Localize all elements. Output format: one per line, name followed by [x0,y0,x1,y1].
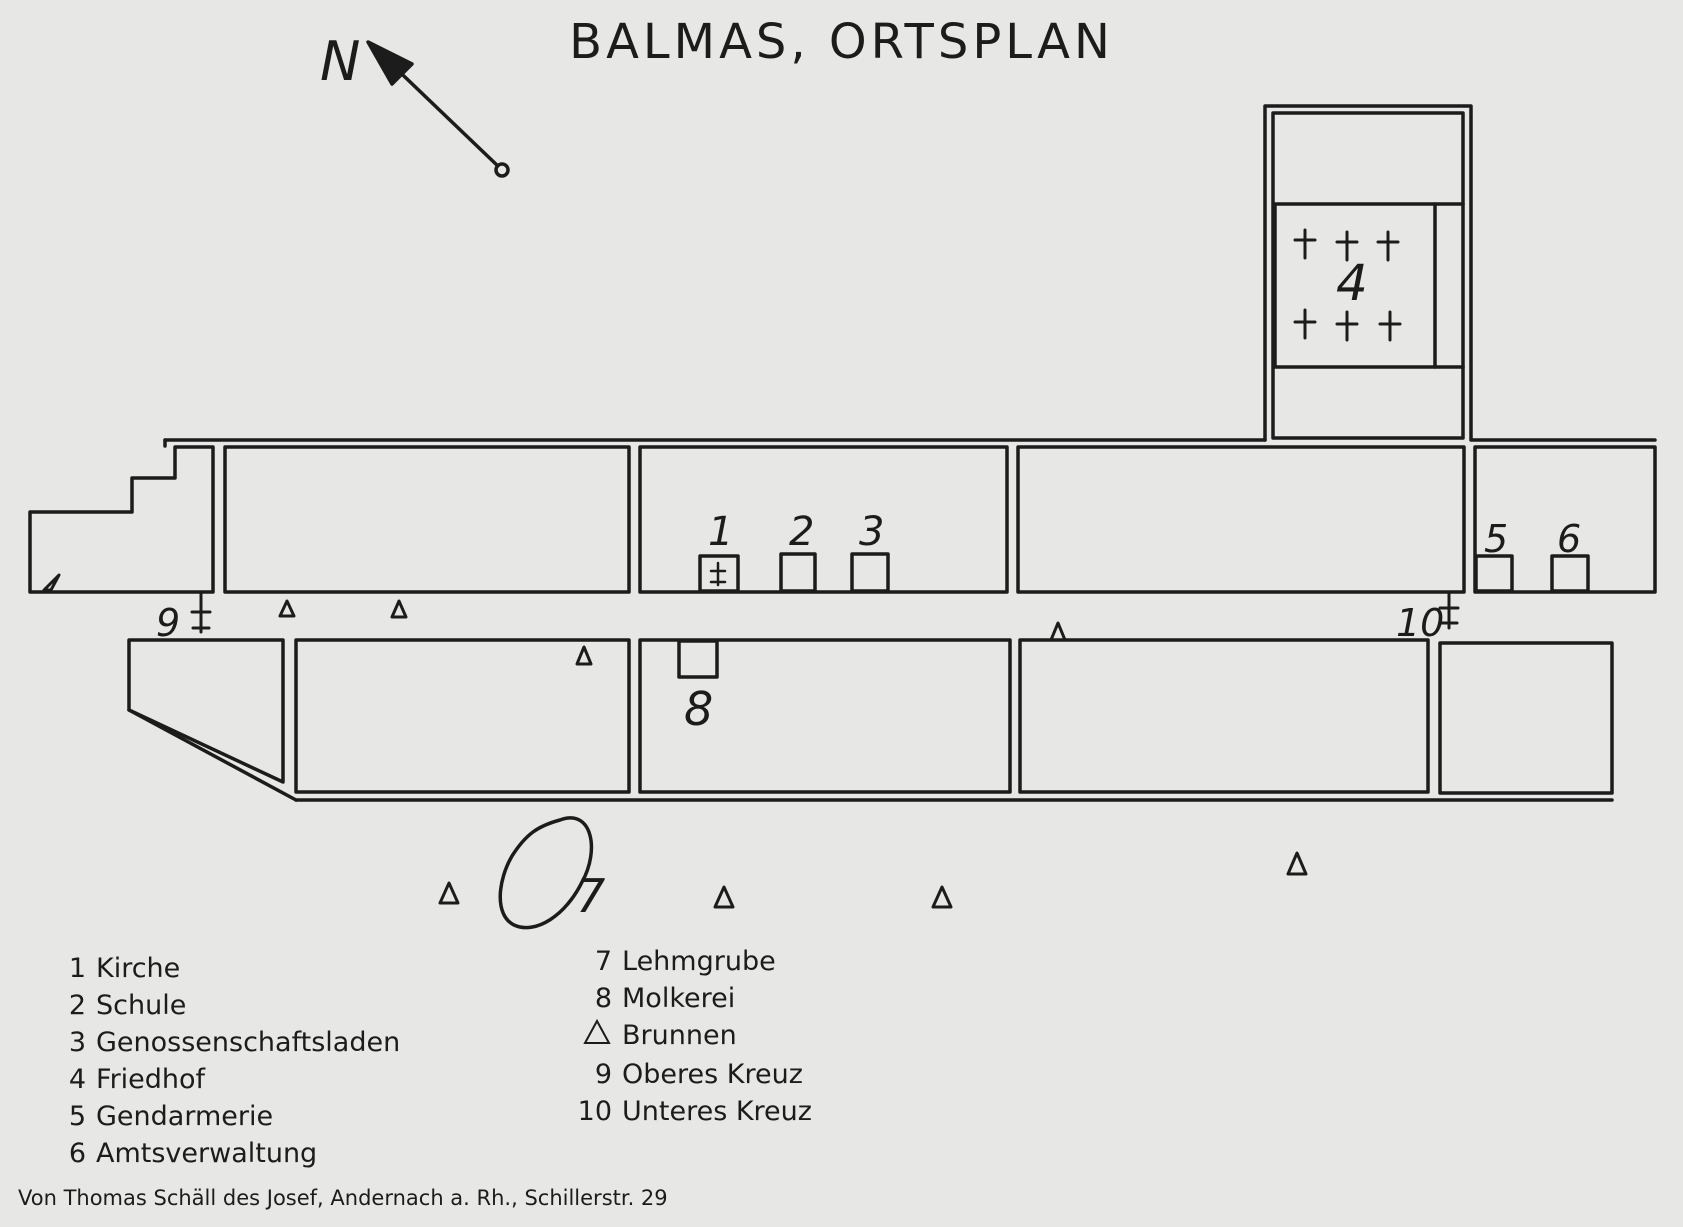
amt-building [1550,554,1590,593]
legend-number: 4 [68,1064,86,1095]
cross-icon [190,590,1460,634]
laden-building [850,552,890,593]
legend-label: Gendarmerie [96,1101,274,1132]
credit-line: Von Thomas Schäll des Josef, Andernach a… [18,1186,668,1210]
legend-item: 8 Molkerei [570,980,812,1017]
block-stepped [28,445,215,594]
block-lower-wedge [127,638,285,784]
legend-number: 2 [68,990,86,1021]
label-amt: 6 [1557,517,1581,561]
legend-number: 10 [577,1095,612,1127]
legend-item: 10 Unteres Kreuz [570,1093,812,1130]
legend-label: Brunnen [622,1020,737,1051]
legend-item: 9 Oberes Kreuz [570,1056,812,1093]
block-lower-4 [1018,638,1430,794]
friedhof-block [1271,111,1465,440]
triangle-icon [570,1018,612,1056]
label-lehmgrube: 7 [576,869,605,923]
legend-item: 2 Schule [62,987,400,1024]
map-title: BALMAS, ORTSPLAN [569,14,1114,70]
label-kirche: 1 [708,509,733,555]
block-lower-2 [294,638,631,794]
gendarmerie-building [1474,554,1514,593]
legend-number: 6 [68,1138,86,1169]
legend-number: 7 [594,946,612,977]
legend-number: 1 [68,953,86,984]
legend-label: Amtsverwaltung [96,1138,318,1169]
lehmgrube-pit [498,816,594,930]
molkerei-building [677,639,719,679]
legend-label: Unteres Kreuz [622,1095,812,1127]
legend-item: 6 Amtsverwaltung [62,1135,400,1172]
label-unteres-kreuz: 10 [1396,601,1444,645]
label-oberes-kreuz: 9 [156,601,180,645]
label-laden: 3 [859,509,884,555]
label-friedhof: 4 [1336,254,1368,312]
label-schule: 2 [789,509,814,555]
label-gendarmerie: 5 [1484,517,1508,561]
legend-item: 4 Friedhof [62,1061,400,1098]
block-lower-5 [1438,641,1614,795]
cross-icon [1293,228,1402,342]
cross-icon [709,561,727,587]
legend-number: 8 [594,983,612,1014]
legend-item: 5 Gendarmerie [62,1098,400,1135]
triangle-icon [42,573,1308,909]
friedhof-area [1273,202,1437,369]
kirche-building [698,554,740,593]
north-arrow-icon [366,40,510,178]
legend-label: Schule [96,990,187,1021]
legend-label: Oberes Kreuz [622,1058,803,1090]
legend-label: Lehmgrube [622,946,776,977]
legend-item: Brunnen [570,1017,812,1056]
legend-item: 7 Lehmgrube [570,943,812,980]
legend-number: 3 [68,1027,86,1058]
block-upper-2 [223,445,631,594]
block-upper-4 [1016,445,1466,594]
legend-label: Friedhof [96,1064,206,1095]
schule-building [779,552,817,593]
legend-label: Molkerei [622,983,736,1014]
legend-right: 7 Lehmgrube 8 Molkerei Brunnen 9 Oberes Kre… [570,943,812,1130]
legend-item: 3 Genossenschaftsladen [62,1024,400,1061]
north-label: N [320,30,360,93]
legend-label: Genossenschaftsladen [96,1027,401,1058]
label-molkerei: 8 [684,682,713,736]
legend-number: 5 [68,1101,86,1132]
block-upper-3 [638,445,1009,594]
block-lower-3 [638,638,1012,794]
legend-number: 9 [594,1058,612,1090]
legend-label: Kirche [96,953,181,984]
legend-item: 1 Kirche [62,950,400,987]
